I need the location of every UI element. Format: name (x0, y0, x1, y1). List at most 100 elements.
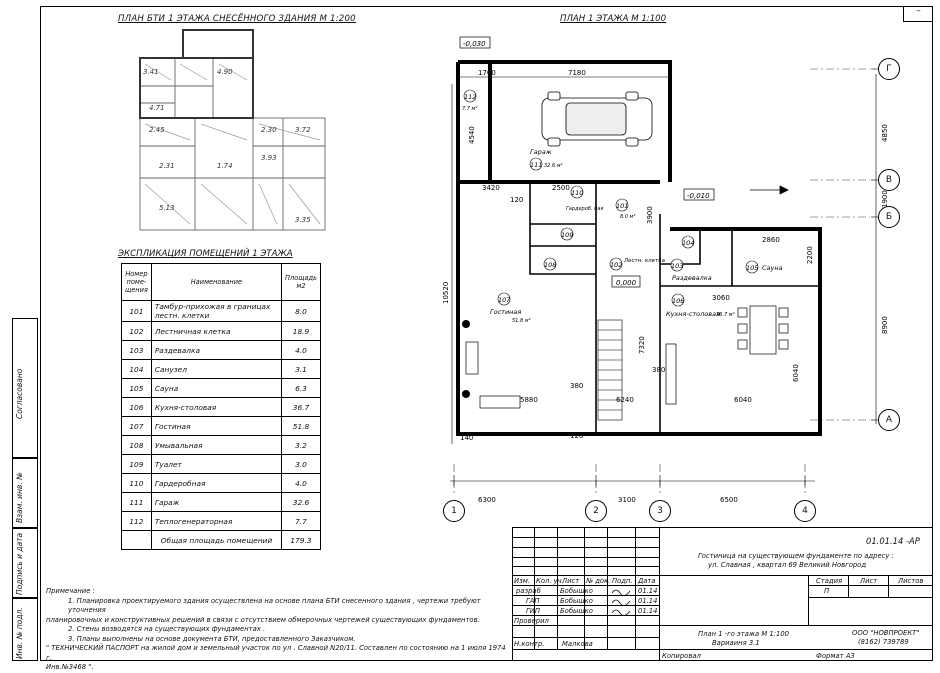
total-row: Общая площадь помещений 179.3 (121, 530, 321, 550)
room-area-cell: 4.0 (281, 340, 321, 360)
role-date: 01.14 (638, 597, 658, 605)
axis-4: 4 (794, 500, 816, 522)
dim-bottom: 6500 (720, 496, 738, 504)
room-number-cell: 103 (121, 340, 152, 360)
sheets-header: Листов (898, 577, 924, 585)
room-number-cell: 101 (121, 300, 152, 322)
room-number: 112 (464, 93, 476, 101)
total-value: 179.3 (281, 530, 321, 550)
notes: Примечание : 1. Планировка проектируемог… (46, 587, 508, 673)
level-mark: -0,030 (463, 40, 486, 48)
inv-original-cell: Инв. № подл. (12, 598, 38, 661)
object-address: ул. Славная , квартал 69 Великий Новгоро… (708, 561, 867, 569)
company-phone: (8162) 739789 (858, 638, 909, 646)
bti-mark: 5.13 (159, 204, 175, 212)
room-name-cell: Раздевалка (150, 340, 283, 360)
room-name-cell: Туалет (150, 454, 283, 474)
dim: 10520 (442, 282, 450, 304)
dim: 2500 (552, 184, 570, 192)
bti-mark: 3.72 (295, 126, 311, 134)
room-area-cell: 36.7 (281, 397, 321, 417)
role-date: 01.14 (638, 607, 658, 615)
dim: 3060 (712, 294, 730, 302)
room-number: 109 (561, 231, 573, 239)
notes-heading: Примечание : (46, 587, 95, 595)
level-mark: 0,000 (616, 279, 637, 287)
stage-header: Стадия (816, 577, 843, 585)
floor-plan-title: ПЛАН 1 ЭТАЖА М 1:100 (560, 14, 667, 24)
room-name-cell: Гараж (150, 492, 283, 512)
dim: 7320 (638, 336, 646, 354)
room-label: Гардероб. ная (566, 206, 603, 212)
dim-bottom: 3100 (618, 496, 636, 504)
axis-3: 3 (649, 500, 671, 522)
bti-mark: 4.71 (149, 104, 165, 112)
sheet-title-2: Вариаиня 3.1 (712, 639, 760, 647)
room-area-cell: 32.6 (281, 492, 321, 512)
replaced-inv-cell: Взам. инв. № (12, 458, 38, 528)
role-name: Бобышко (560, 597, 593, 605)
dim: 3420 (482, 184, 500, 192)
role-name: Бобышко (560, 607, 593, 615)
col-header-area: Площадь м2 (281, 263, 321, 301)
room-number-cell: 105 (121, 378, 152, 398)
room-name-cell: Сауна (150, 378, 283, 398)
room-number-cell: 106 (121, 397, 152, 417)
title-block: 01.01.14 -АР Гостиница на существующем ф… (512, 527, 933, 661)
corner-box: – (903, 6, 933, 22)
dim-right: 1900 (881, 190, 889, 208)
col-date: Дата (638, 577, 656, 585)
room-number-cell: 110 (121, 473, 152, 493)
replaced-inv-label: Взам. инв. № (15, 472, 24, 523)
room-area: 32.6 м² (544, 163, 563, 169)
company-name: ООО "НОВПРОЕКТ" (852, 629, 920, 637)
sheet-header: Лист (860, 577, 878, 585)
note-line: 3. Планы выполнены на основе документа Б… (68, 634, 356, 643)
room-area-cell: 3.1 (281, 359, 321, 379)
room-number-cell: 107 (121, 416, 152, 436)
room-number: 102 (610, 261, 622, 269)
axis-V: В (878, 169, 900, 191)
col-header-name: Наименование (150, 263, 283, 301)
room-number: 107 (498, 296, 511, 304)
room-number: 104 (682, 239, 694, 247)
col-list: Лист (562, 577, 580, 585)
doc-code: 01.01.14 -АР (866, 536, 920, 546)
bti-mark: 2.31 (159, 162, 175, 170)
dim: 6040 (792, 364, 800, 382)
col-sign: Подп. (612, 577, 633, 585)
room-area-cell: 7.7 (281, 511, 321, 531)
role: Проверил (514, 617, 549, 625)
room-number-cell: 109 (121, 454, 152, 474)
axis-B: Б (878, 206, 900, 228)
bti-plan-drawing: 3.41 4.90 4.71 2.45 2.30 3.72 3.93 2.31 … (139, 29, 326, 231)
note-line: Инв.№3468 ". (46, 663, 94, 671)
dim: 2860 (762, 236, 780, 244)
note-line: 1. Планировка проектируемого здания осущ… (68, 596, 481, 615)
room-number-cell: 102 (121, 321, 152, 341)
bti-mark: 2.45 (149, 126, 165, 134)
room-number: 111 (530, 161, 542, 169)
room-name-cell: Тамбур-прихожая в границах лестн. клетки (150, 300, 283, 322)
bti-mark: 4.90 (217, 68, 233, 76)
room-number: 108 (544, 261, 556, 269)
room-number: 110 (571, 189, 583, 197)
bti-mark: 1.74 (217, 162, 233, 170)
bti-mark: 3.93 (261, 154, 277, 162)
object-name: Гостиница на существующем фундаменте по … (698, 552, 894, 560)
dim: 5880 (520, 396, 538, 404)
dim: 120 (570, 432, 583, 440)
room-number: 105 (746, 264, 758, 272)
dim: 4540 (468, 126, 476, 144)
approved-cell: Согласовано (12, 318, 38, 458)
explication-table: Номер поме- щения Наименование Площадь м… (121, 263, 321, 550)
room-number-cell: 111 (121, 492, 152, 512)
